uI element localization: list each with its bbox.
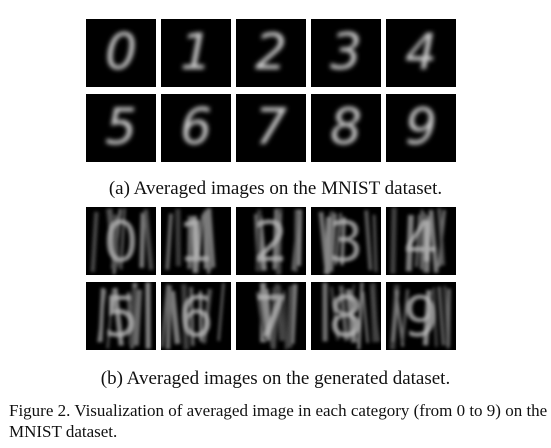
mnist-tile-1: 1 xyxy=(161,19,231,87)
mnist-tile-9: 9 xyxy=(386,94,456,162)
averaged-digit-glyph: 3 xyxy=(330,23,362,81)
mnist-tile-7: 7 xyxy=(236,94,306,162)
averaged-digit-glyph: 3 xyxy=(328,210,364,275)
averaged-digit-glyph: 5 xyxy=(105,98,137,156)
averaged-digit-glyph: 6 xyxy=(178,285,214,350)
subfigure-a-caption: (a) Averaged images on the MNIST dataset… xyxy=(108,178,443,199)
generated-tile-8: 8 xyxy=(311,282,381,350)
subfigure-b-caption: (b) Averaged images on the generated dat… xyxy=(100,368,451,389)
averaged-digit-glyph: 6 xyxy=(180,98,212,156)
averaged-digit-glyph: 0 xyxy=(103,210,139,275)
averaged-digit-glyph: 9 xyxy=(405,98,437,156)
generated-tile-7: 7 xyxy=(236,282,306,350)
generated-tile-5: 5 xyxy=(86,282,156,350)
generated-tile-9: 9 xyxy=(386,282,456,350)
mnist-tile-8: 8 xyxy=(311,94,381,162)
generated-tile-0: 0 xyxy=(86,207,156,275)
averaged-digit-glyph: 7 xyxy=(253,285,289,350)
generated-tile-1: 1 xyxy=(161,207,231,275)
generated-tile-3: 3 xyxy=(311,207,381,275)
mnist-tile-6: 6 xyxy=(161,94,231,162)
averaged-digit-glyph: 1 xyxy=(178,210,214,275)
averaged-digit-glyph: 8 xyxy=(328,285,364,350)
mnist-tile-5: 5 xyxy=(86,94,156,162)
generated-tile-6: 6 xyxy=(161,282,231,350)
averaged-digit-glyph: 9 xyxy=(403,285,439,350)
averaged-digit-glyph: 1 xyxy=(180,23,212,81)
averaged-digit-glyph: 4 xyxy=(405,23,437,81)
mnist-tile-3: 3 xyxy=(311,19,381,87)
figure-caption: Figure 2. Visualization of averaged imag… xyxy=(9,401,548,441)
averaged-digit-glyph: 0 xyxy=(105,23,137,81)
mnist-tile-2: 2 xyxy=(236,19,306,87)
averaged-digit-glyph: 8 xyxy=(330,98,362,156)
averaged-digit-glyph: 5 xyxy=(103,285,139,350)
averaged-digit-glyph: 7 xyxy=(255,98,287,156)
averaged-digit-glyph: 2 xyxy=(255,23,287,81)
mnist-tile-0: 0 xyxy=(86,19,156,87)
generated-tile-2: 2 xyxy=(236,207,306,275)
averaged-digit-glyph: 4 xyxy=(403,210,439,275)
averaged-digit-glyph: 2 xyxy=(253,210,289,275)
generated-tile-4: 4 xyxy=(386,207,456,275)
mnist-tile-4: 4 xyxy=(386,19,456,87)
